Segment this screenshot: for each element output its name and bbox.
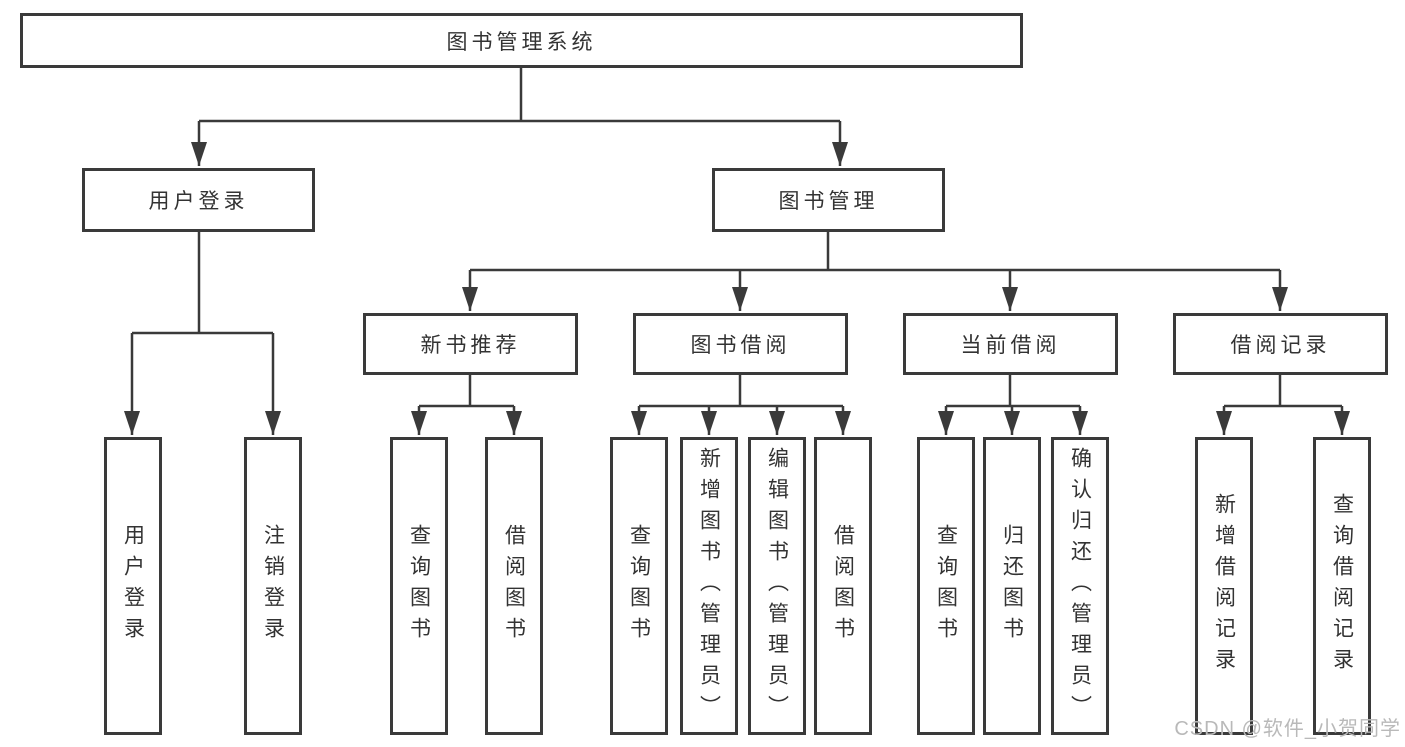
- leaf-add-books-admin: 新增图书（管理员）: [680, 437, 738, 735]
- node-book-management: 图书管理: [712, 168, 945, 232]
- leaf-borrow-books: 借阅图书: [814, 437, 872, 735]
- node-label: 新书推荐: [420, 334, 521, 357]
- leaf-add-borrow-record: 新增借阅记录: [1195, 437, 1253, 735]
- node-label: 借阅记录: [1230, 334, 1331, 357]
- node-label: 图书管理: [778, 190, 879, 213]
- node-current-borrow: 当前借阅: [903, 313, 1118, 375]
- leaf-borrow-books-recommend: 借阅图书: [485, 437, 543, 735]
- node-user-login: 用户登录: [82, 168, 315, 232]
- node-new-book-recommend: 新书推荐: [363, 313, 578, 375]
- leaf-label: 归还图书: [1000, 524, 1024, 648]
- leaf-label: 查询借阅记录: [1330, 493, 1354, 679]
- leaf-logout-login: 注销登录: [244, 437, 302, 735]
- node-book-borrow: 图书借阅: [633, 313, 848, 375]
- leaf-label: 借阅图书: [502, 524, 526, 648]
- leaf-return-books: 归还图书: [983, 437, 1041, 735]
- leaf-label: 查询图书: [934, 524, 958, 648]
- leaf-query-borrow-record: 查询借阅记录: [1313, 437, 1371, 735]
- leaf-confirm-return-admin: 确认归还（管理员）: [1051, 437, 1109, 735]
- leaf-query-books-current: 查询图书: [917, 437, 975, 735]
- leaf-label: 注销登录: [261, 524, 285, 648]
- leaf-query-books-recommend: 查询图书: [390, 437, 448, 735]
- node-label: 图书管理系统: [446, 30, 597, 54]
- leaf-label: 查询图书: [407, 524, 431, 648]
- leaf-label: 用户登录: [121, 524, 145, 648]
- node-label: 当前借阅: [960, 334, 1061, 357]
- leaf-label: 借阅图书: [831, 524, 855, 648]
- leaf-user-login: 用户登录: [104, 437, 162, 735]
- leaf-edit-books-admin: 编辑图书（管理员）: [748, 437, 806, 735]
- leaf-label: 确认归还（管理员）: [1068, 446, 1092, 726]
- leaf-query-books-borrow: 查询图书: [610, 437, 668, 735]
- node-library-management-system: 图书管理系统: [20, 13, 1023, 68]
- leaf-label: 新增图书（管理员）: [697, 446, 721, 726]
- node-label: 用户登录: [148, 190, 249, 213]
- node-borrow-records: 借阅记录: [1173, 313, 1388, 375]
- leaf-label: 新增借阅记录: [1212, 493, 1236, 679]
- leaf-label: 查询图书: [627, 524, 651, 648]
- leaf-label: 编辑图书（管理员）: [765, 446, 789, 726]
- csdn-watermark: CSDN @软件_小贺同学: [1174, 718, 1401, 740]
- node-label: 图书借阅: [690, 334, 791, 357]
